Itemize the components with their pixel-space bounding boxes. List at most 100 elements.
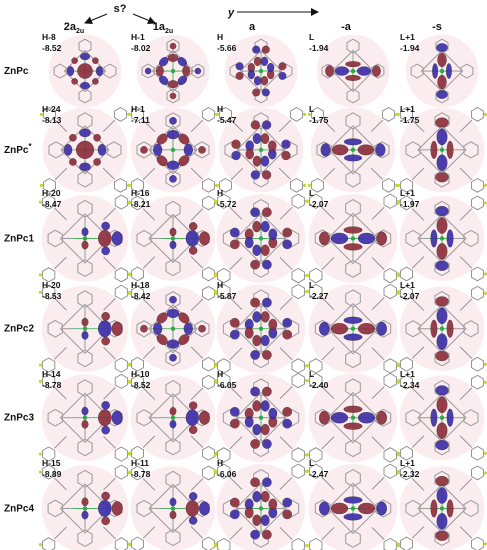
arrow-to-2a2u: [84, 13, 108, 25]
orbital-label: H-1: [131, 104, 145, 114]
aryl-substituent: [311, 177, 324, 193]
aryl-substituent: [311, 106, 324, 122]
bond: [54, 256, 67, 270]
bond: [229, 436, 243, 450]
benzo-ring: [314, 229, 331, 248]
bond: [103, 297, 116, 311]
orbital-lobe: [101, 491, 110, 501]
benzo-ring: [194, 320, 210, 338]
bond: [411, 526, 425, 539]
orbital-lobe: [188, 425, 198, 435]
aryl-substituent: [42, 446, 56, 462]
aryl-substituent: [131, 374, 144, 390]
orbital-lobe: [97, 144, 107, 156]
orbital-cell: L+1-1.75: [396, 104, 487, 193]
orbital-energy: -8.78: [42, 380, 62, 390]
bond: [102, 119, 116, 133]
aryl-substituent: [114, 267, 128, 283]
macrocycle-bonds: [417, 483, 467, 534]
orbital-lobe: [169, 92, 177, 100]
orbital-cell: H-18-8.42: [127, 280, 219, 372]
orbital-lobe: [261, 45, 270, 54]
aryl-substituent: [382, 177, 395, 193]
aryl-substituent: [131, 177, 144, 193]
orbital-lobe: [71, 57, 78, 64]
bond: [279, 386, 293, 400]
orbital-lobe: [252, 334, 262, 347]
heteroatom: [396, 201, 401, 205]
benzo-ring: [77, 349, 93, 368]
aryl-substituent: [202, 465, 215, 481]
aryl-substituent: [471, 445, 484, 461]
aryl-substituent: [42, 373, 56, 389]
bond: [371, 206, 385, 220]
aryl-substituent: [114, 357, 128, 373]
orbital-label: H-18: [131, 280, 150, 290]
orbital-lobe: [93, 134, 101, 142]
orbital-energy: -2.32: [400, 469, 420, 479]
orbital-energy: -1.94: [400, 43, 420, 53]
benzo-ring: [314, 408, 331, 427]
orbital-lobe: [235, 62, 244, 71]
benzo-ring: [345, 529, 361, 548]
orbital-cell: H-5.66: [217, 32, 298, 108]
orbital-energy: -2.07: [309, 199, 329, 209]
orbital-lobe: [372, 65, 381, 77]
orbital-lobe: [235, 71, 244, 80]
orbital-lobe: [357, 144, 375, 156]
orbital-lobe: [177, 57, 187, 67]
orbital-lobe: [188, 401, 198, 410]
benzo-ring: [345, 439, 361, 458]
heteroatom: [213, 199, 217, 203]
bond: [459, 298, 473, 311]
aryl-substituent: [202, 356, 215, 372]
orbital-energy: -1.97: [400, 199, 420, 209]
benzo-ring: [405, 320, 421, 338]
orbital-lobe: [260, 423, 270, 436]
bond: [411, 346, 425, 359]
bond: [142, 346, 156, 359]
arrow-to-1a2u: [132, 13, 156, 25]
aryl-substituent: [309, 463, 323, 479]
orbital-cell: H-5.72: [213, 188, 309, 284]
orbital-cell: H-6.05: [213, 369, 309, 463]
heteroatom: [396, 272, 401, 276]
orbital-lobe: [345, 75, 361, 81]
aryl-substituent: [400, 266, 413, 282]
orbital-lobe: [159, 57, 169, 67]
aryl-substituent: [131, 536, 144, 550]
orbital-cell: H-1-7.11: [127, 104, 219, 193]
macrocycle-bonds: [327, 212, 379, 265]
benzo-ring: [435, 88, 449, 104]
aryl-substituent: [131, 465, 144, 481]
orbital-lobe: [262, 120, 272, 130]
orbital-lobe: [101, 312, 110, 321]
orbital-label: H-8: [42, 32, 56, 42]
orbital-lobe: [446, 229, 454, 248]
macrocycle-bonds: [59, 213, 111, 264]
orbital-lobe: [325, 65, 334, 77]
orbital-lobe: [267, 62, 275, 73]
orbital-lobe: [250, 207, 260, 218]
aryl-substituent: [42, 267, 56, 283]
orbital-label: H-24: [42, 104, 61, 114]
heteroatom: [127, 542, 132, 546]
orbital-lobe: [252, 45, 261, 54]
orbital-lobe: [435, 117, 449, 128]
aryl-substituent: [114, 194, 128, 210]
bond: [190, 435, 204, 448]
orbital-lobe: [436, 396, 448, 414]
macrocycle-bonds: [59, 483, 111, 534]
orbital-lobe: [230, 497, 240, 508]
orbital-lobe: [281, 150, 291, 161]
orbital-lobe: [111, 231, 123, 246]
bond: [142, 167, 156, 181]
orbital-lobe: [282, 227, 292, 238]
heteroatom: [215, 183, 220, 187]
orbital-lobe: [101, 336, 110, 346]
aryl-substituent: [383, 372, 397, 389]
orbital-lobe: [376, 321, 387, 336]
bond: [190, 119, 204, 133]
orbital-lobe: [430, 229, 438, 248]
